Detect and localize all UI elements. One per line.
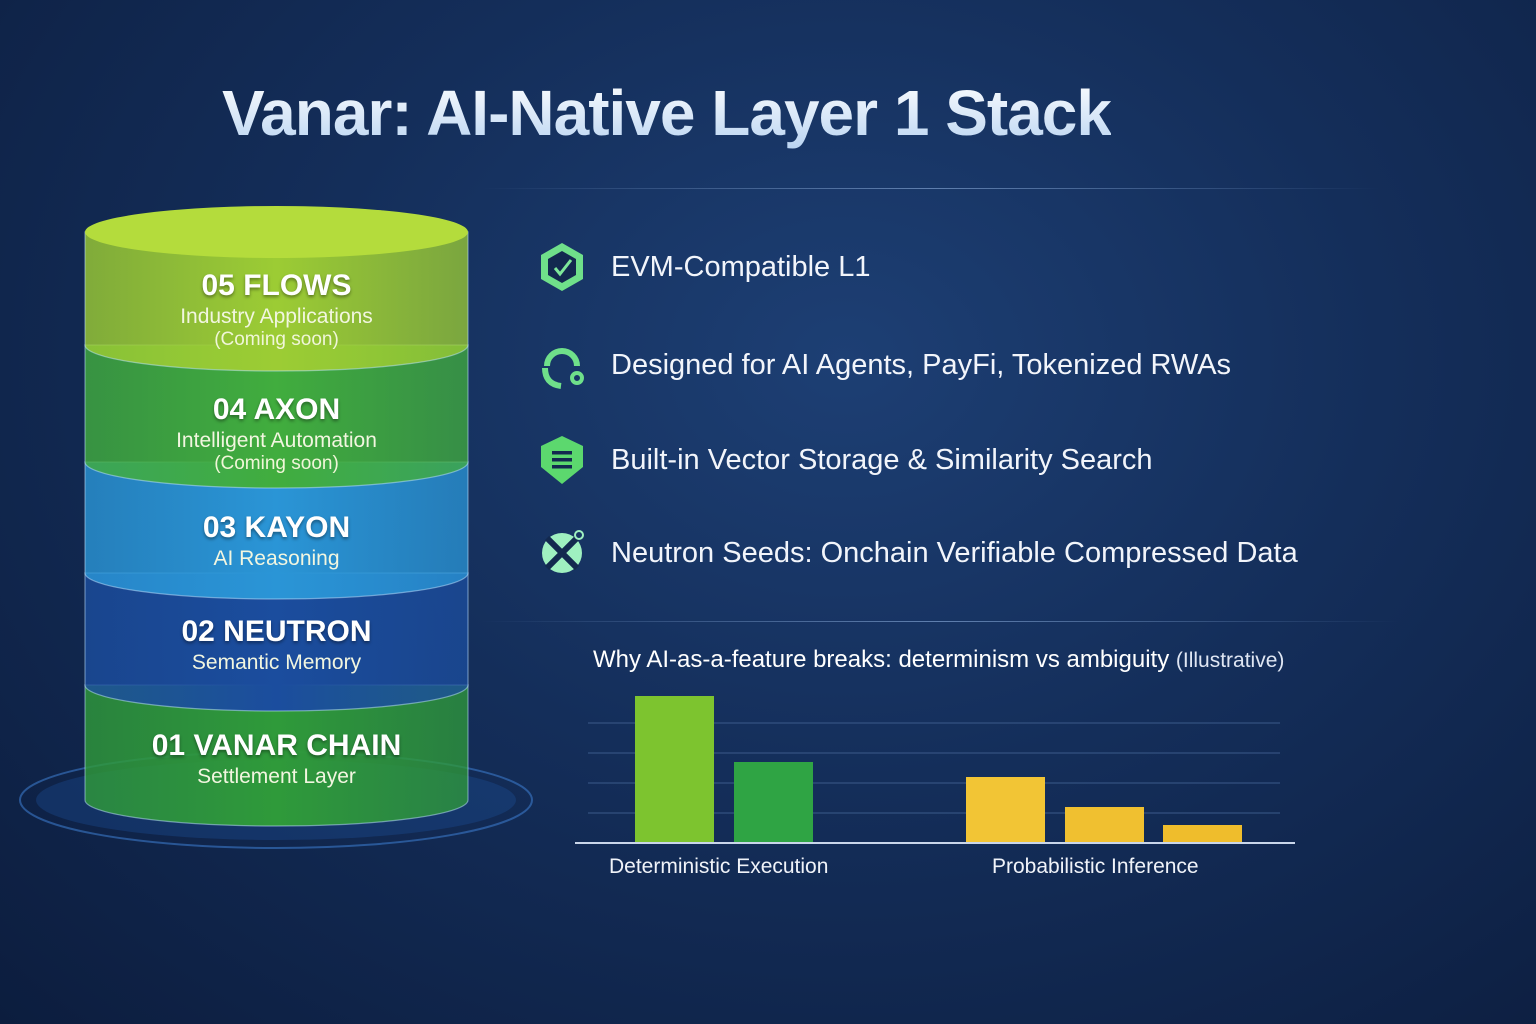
shield-check-icon bbox=[541, 243, 583, 291]
layer-title: 01 VANAR CHAIN bbox=[151, 729, 402, 762]
headset-agent-icon bbox=[542, 348, 584, 389]
x-label-probabilistic: Probabilistic Inference bbox=[992, 855, 1199, 878]
layer-subtitle: AI Reasoning bbox=[213, 547, 340, 570]
shield-list-icon bbox=[541, 436, 583, 484]
layer-04: 04 AXON Intelligent Automation (Coming s… bbox=[85, 392, 468, 476]
cylinder-top bbox=[85, 206, 468, 258]
chart-title-text: Why AI-as-a-feature breaks: determinism … bbox=[593, 646, 1170, 673]
layer-body-1 bbox=[84, 684, 469, 827]
layer-subtitle: Industry Applications bbox=[180, 305, 373, 328]
layer-subtitle: Semantic Memory bbox=[191, 651, 362, 674]
chart-subtitle: (Illustrative) bbox=[1175, 649, 1285, 672]
feature-ai-agents: Designed for AI Agents, PayFi, Tokenized… bbox=[535, 338, 1231, 392]
layer-body-5 bbox=[84, 231, 469, 372]
bar-probabilistic-1 bbox=[966, 777, 1045, 843]
layer-01: 01 VANAR CHAIN Settlement Layer bbox=[85, 728, 468, 789]
page-title: Vanar: AI-Native Layer 1 Stack bbox=[222, 77, 1112, 149]
feature-label: EVM-Compatible L1 bbox=[611, 250, 871, 283]
feature-neutron-seeds: Neutron Seeds: Onchain Verifiable Compre… bbox=[535, 526, 1298, 580]
feature-label: Neutron Seeds: Onchain Verifiable Compre… bbox=[611, 536, 1298, 569]
layer-subtitle: Settlement Layer bbox=[197, 765, 356, 788]
bar-probabilistic-3 bbox=[1163, 825, 1242, 843]
layer-05: 05 FLOWS Industry Applications (Coming s… bbox=[85, 268, 468, 352]
layer-02: 02 NEUTRON Semantic Memory bbox=[85, 614, 468, 675]
layer-stack-cylinder bbox=[19, 206, 533, 849]
chart-divider bbox=[480, 621, 1400, 622]
layer-title: 04 AXON bbox=[212, 393, 341, 426]
compress-x-icon bbox=[542, 530, 584, 573]
layer-note: (Coming soon) bbox=[214, 453, 339, 475]
layer-body-3 bbox=[84, 461, 469, 600]
layer-subtitle: Intelligent Automation bbox=[176, 429, 377, 452]
layer-note: (Coming soon) bbox=[214, 329, 339, 351]
bar-probabilistic-2 bbox=[1065, 807, 1144, 843]
bar-deterministic-2 bbox=[734, 762, 813, 843]
layer-title: 05 FLOWS bbox=[201, 269, 352, 302]
layer-03: 03 KAYON AI Reasoning bbox=[85, 510, 468, 571]
bar-deterministic-1 bbox=[635, 696, 714, 843]
feature-label: Built-in Vector Storage & Similarity Sea… bbox=[611, 443, 1153, 476]
layer-body-2 bbox=[84, 572, 469, 712]
feature-evm: EVM-Compatible L1 bbox=[535, 240, 871, 294]
feature-label: Designed for AI Agents, PayFi, Tokenized… bbox=[611, 348, 1232, 381]
bar-chart bbox=[575, 696, 1295, 844]
chart-title: Why AI-as-a-feature breaks: determinism … bbox=[593, 646, 1284, 674]
layer-body-4 bbox=[84, 344, 469, 489]
x-label-deterministic: Deterministic Execution bbox=[609, 855, 829, 878]
title-divider bbox=[480, 188, 1380, 189]
feature-vector-storage: Built-in Vector Storage & Similarity Sea… bbox=[535, 433, 1153, 487]
layer-title: 02 NEUTRON bbox=[181, 615, 372, 648]
layer-title: 03 KAYON bbox=[202, 511, 351, 544]
